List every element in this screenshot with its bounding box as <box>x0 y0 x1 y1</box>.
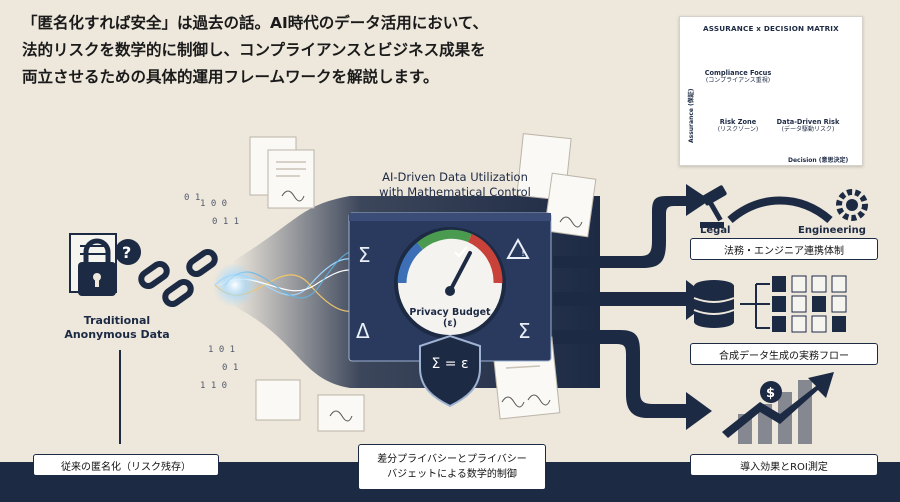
legal-label: Legal <box>700 225 731 236</box>
headline-line-3: 両立させるための具体的運用フレームワークを解説します。 <box>22 68 439 86</box>
flow-arrows <box>553 184 712 430</box>
svg-text:0 1: 0 1 <box>184 193 200 203</box>
dp-caption-line-2: バジェットによる数学的制御 <box>387 469 517 480</box>
svg-text:$: $ <box>766 386 775 401</box>
optimal-title: Optimal Balance <box>777 69 839 77</box>
svg-text:?: ? <box>122 243 131 262</box>
padlock-document-icon: ? <box>69 233 141 296</box>
shield-icon <box>419 334 481 408</box>
svg-text:1 0 1: 1 0 1 <box>208 345 235 355</box>
svg-text:0 1: 0 1 <box>222 363 238 373</box>
svg-text:1 0 0: 1 0 0 <box>200 199 227 209</box>
synthetic-data-caption: 合成データ生成の実務フロー <box>690 343 878 365</box>
gavel-icon <box>700 185 727 228</box>
file-grid <box>772 275 847 333</box>
traditional-data-label: Traditional Anonymous Data <box>52 314 182 342</box>
risk-title: Risk Zone <box>719 118 757 126</box>
matrix-cell-compliance: Compliance Focus (コンプライアンス重視) <box>703 69 773 85</box>
roi-caption: 導入効果とROI測定 <box>690 454 878 476</box>
svg-text:Σ: Σ <box>358 243 371 267</box>
broken-chain-icon <box>138 248 218 308</box>
headline-line-2: 法的リスクを数学的に制御し、コンプライアンスとビジネス成果を <box>22 41 486 59</box>
headline: 「匿名化すれば安全」は過去の話。AI時代のデータ活用において、 法的リスクを数学… <box>22 10 582 91</box>
risk-sub: (リスクゾーン) <box>717 126 759 133</box>
traditional-label-line-1: Traditional <box>83 314 151 327</box>
roi-growth-chart-icon: $ <box>722 372 834 444</box>
traditional-label-line-2: Anonymous Data <box>64 328 170 341</box>
matrix-title: ASSURANCE x DECISION MATRIX <box>703 24 839 33</box>
database-icon <box>693 280 735 328</box>
assurance-decision-matrix: ASSURANCE x DECISION MATRIX Assurance (保… <box>679 16 863 166</box>
engineering-label: Engineering <box>798 225 866 236</box>
matrix-cell-datadriven: Data-Driven Risk (データ駆動リスク) <box>773 118 843 134</box>
binary-digits: 1 0 0 0 1 1 1 0 1 0 1 0 1 1 1 0 <box>184 193 239 391</box>
svg-text:Δ: Δ <box>356 319 370 343</box>
differential-privacy-caption: 差分プライバシーとプライバシー バジェットによる数学的制御 <box>358 444 546 490</box>
matrix-x-axis-label: Decision (意思決定) <box>788 157 849 164</box>
compliance-sub: (コンプライアンス重視) <box>705 77 771 84</box>
traditional-caption: 従来の匿名化（リスク残存） <box>33 454 219 476</box>
gear-icon <box>836 189 868 221</box>
matrix-cell-optimal: Optimal Balance (最適バランス・ターゲット) <box>773 69 843 93</box>
svg-text:Σ: Σ <box>518 319 531 343</box>
center-title: AI-Driven Data Utilization with Mathemat… <box>350 170 560 200</box>
compliance-title: Compliance Focus <box>704 69 772 77</box>
dp-caption-line-1: 差分プライバシーとプライバシー <box>377 454 527 465</box>
svg-text:0 1 1: 0 1 1 <box>212 217 239 227</box>
gauge-label: Privacy Budget (ε) <box>409 307 491 329</box>
shield-formula: Σ = ε <box>431 356 469 372</box>
center-title-line-1: AI-Driven Data Utilization <box>382 170 528 184</box>
headline-line-1: 「匿名化すれば安全」は過去の話。AI時代のデータ活用において、 <box>22 14 489 32</box>
datadriven-sub: (データ駆動リスク) <box>781 126 835 133</box>
optimal-sub: (最適バランス・ターゲット) <box>773 77 843 92</box>
panel-symbols: Σ Δ Σ ! <box>356 237 531 343</box>
bridge-icon <box>727 196 833 224</box>
svg-text:1 1 0: 1 1 0 <box>200 381 227 391</box>
svg-text:!: ! <box>521 248 525 259</box>
matrix-y-axis-label: Assurance (保証) <box>688 88 695 143</box>
synthetic-data-files-icon <box>740 283 770 329</box>
matrix-cell-risk: Risk Zone (リスクゾーン) <box>703 118 773 134</box>
datadriven-title: Data-Driven Risk <box>776 118 840 126</box>
center-title-line-2: with Mathematical Control <box>379 185 531 199</box>
legal-engineering-caption: 法務・エンジニア連携体制 <box>690 238 878 260</box>
